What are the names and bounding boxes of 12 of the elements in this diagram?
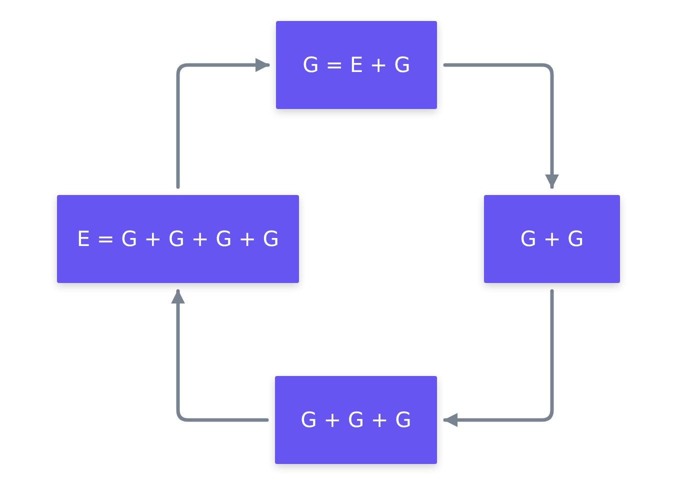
- formula-text: G + G + G: [300, 408, 412, 432]
- arrow: [176, 58, 270, 189]
- arrow: [443, 63, 559, 189]
- process-box: [57, 195, 299, 283]
- arrow: [171, 289, 269, 422]
- formula-text: G + G: [520, 227, 584, 251]
- process-box: [275, 376, 437, 464]
- process-box: [484, 195, 620, 283]
- process-box: [276, 21, 437, 109]
- formula-text: E = G + G + G + G: [76, 227, 280, 251]
- arrow: [443, 289, 554, 427]
- formula-text: G = E + G: [302, 53, 410, 77]
